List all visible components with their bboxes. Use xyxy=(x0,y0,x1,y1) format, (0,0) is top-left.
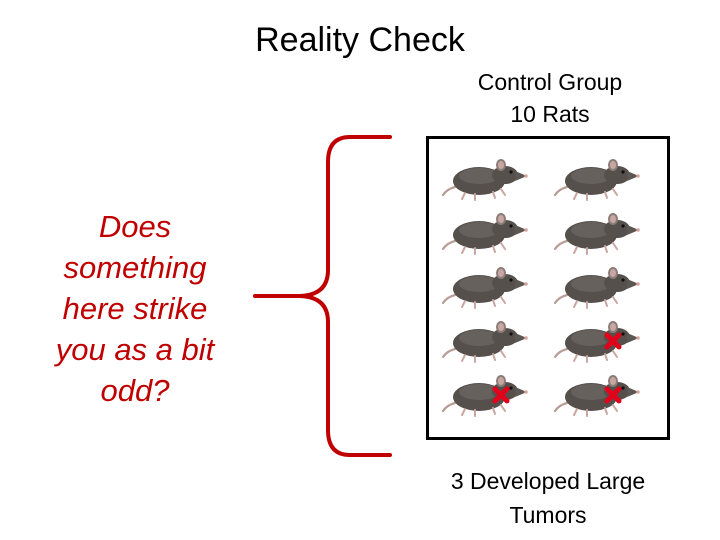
question-line: Does xyxy=(98,209,172,244)
brace-upper-arm xyxy=(253,135,392,298)
brace-lower-arm xyxy=(298,294,392,457)
rat-grid-box xyxy=(426,136,670,440)
control-group-title: Control Group xyxy=(477,69,623,95)
rat-image xyxy=(441,205,531,257)
result-line-1: 3 Developed Large xyxy=(450,468,646,494)
question-line: you as a bit xyxy=(55,332,215,367)
rat-with-tumor xyxy=(441,367,531,419)
control-group-count: 10 Rats xyxy=(510,101,590,127)
rat-image xyxy=(441,259,531,311)
rat-image xyxy=(553,259,643,311)
rat-image xyxy=(553,205,643,257)
control-group-label: Control Group 10 Rats xyxy=(440,66,660,130)
question-line: something xyxy=(63,250,207,285)
rat-image xyxy=(553,151,643,203)
question-line: here strike xyxy=(62,291,208,326)
rat-with-tumor xyxy=(553,313,643,365)
rat-image xyxy=(441,151,531,203)
rat-image xyxy=(441,313,531,365)
rat-with-tumor xyxy=(553,367,643,419)
question-text: Does something here strike you as a bit … xyxy=(22,206,248,411)
result-line-2: Tumors xyxy=(509,502,587,528)
result-label: 3 Developed Large Tumors xyxy=(430,464,666,532)
curly-brace xyxy=(253,135,392,457)
question-line: odd? xyxy=(100,373,170,408)
slide-title: Reality Check xyxy=(255,21,465,59)
